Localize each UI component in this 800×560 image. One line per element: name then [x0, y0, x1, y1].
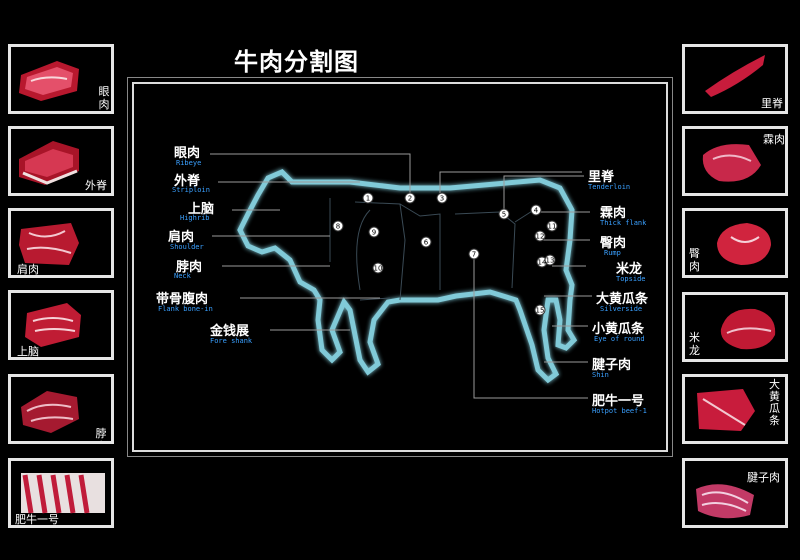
- thumb-ribeye: 眼 肉: [8, 44, 114, 114]
- thumb-label: 外脊: [85, 179, 107, 192]
- cut-number: 8: [336, 223, 340, 231]
- cut-label-shoulder: 肩肉: [168, 230, 195, 245]
- cut-number: 2: [408, 195, 412, 203]
- thumb-label: 肥牛一号: [15, 513, 59, 526]
- leader-lines: [210, 153, 592, 399]
- thumb-shin: 腱子肉: [682, 458, 788, 528]
- cut-en-striploin: Striploin: [172, 186, 210, 194]
- neck-meat-image: [21, 391, 79, 433]
- cut-en-silverside: Silverside: [600, 305, 643, 313]
- cut-label-thick-flank: 霖肉: [600, 206, 627, 221]
- cut-label-rump: 臀肉: [600, 236, 627, 251]
- cut-label-silverside: 大黄瓜条: [596, 292, 649, 307]
- thumb-label: 腱子肉: [747, 471, 780, 484]
- thumb-label: 上脑: [17, 345, 39, 358]
- cut-label-neck: 脖肉: [176, 260, 203, 275]
- cut-number: 13: [546, 257, 555, 265]
- cut-en-tenderloin: Tenderloin: [588, 183, 631, 191]
- cut-en-shin: Shin: [592, 371, 609, 379]
- diagram-title: 牛肉分割图: [234, 48, 359, 76]
- topside-meat-image: [720, 308, 776, 350]
- cut-label-topside: 米龙: [616, 262, 643, 277]
- cut-en-hotpot-beef: Hotpot beef-1: [592, 407, 647, 415]
- hotpot-beef-meat-image: [21, 473, 105, 514]
- cut-en-ribeye: Ribeye: [176, 159, 202, 167]
- cut-en-eye-of-round: Eye of round: [594, 335, 645, 343]
- cut-label-highrib: 上脑: [188, 202, 215, 217]
- cut-label-ribeye: 眼肉: [174, 146, 201, 161]
- thumb-highrib: 上脑: [8, 290, 114, 360]
- cut-number: 7: [472, 251, 476, 259]
- cut-en-topside: Topside: [616, 275, 646, 283]
- cut-number: 10: [374, 265, 383, 273]
- cut-number: 9: [372, 229, 376, 237]
- cut-en-flank-bone-in: Flank bone-in: [158, 305, 213, 313]
- cut-en-thick-flank: Thick flank: [600, 219, 647, 227]
- thumb-label: 霖肉: [763, 133, 785, 146]
- cut-en-rump: Rump: [604, 249, 621, 257]
- cut-label-tenderloin: 里脊: [588, 170, 615, 185]
- cut-number-markers: [332, 192, 558, 316]
- thumb-rump: 臀 肉: [682, 208, 788, 278]
- striploin-meat-image: [19, 141, 79, 185]
- cut-label-hotpot-beef: 肥牛一号: [592, 394, 645, 409]
- shoulder-meat-image: [19, 223, 79, 265]
- thumb-neck: 脖肉: [8, 374, 114, 444]
- cut-number: 5: [502, 211, 506, 219]
- thumb-label: 脖肉: [95, 427, 107, 441]
- cut-number: 14: [538, 259, 547, 267]
- cut-label-fore-shank: 金钱展: [210, 324, 250, 339]
- cut-number: 1: [366, 195, 370, 203]
- cut-number: 11: [548, 223, 557, 231]
- cut-number: 4: [534, 207, 539, 215]
- thumb-label: 眼 肉: [98, 85, 110, 111]
- thumb-label: 臀 肉: [689, 247, 700, 273]
- cut-number: 12: [536, 233, 545, 241]
- thumb-topside: 米 龙: [682, 292, 788, 362]
- thumb-striploin: 外脊: [8, 126, 114, 196]
- cut-label-eye-of-round: 小黄瓜条: [592, 322, 645, 337]
- rump-meat-image: [717, 223, 771, 265]
- thick-flank-meat-image: [702, 144, 761, 182]
- cut-label-striploin: 外脊: [174, 174, 201, 189]
- cow-outline: [237, 169, 578, 384]
- thumb-label: 米 龙: [689, 331, 700, 357]
- thumb-label: 肩肉: [17, 263, 39, 276]
- thumb-thick-flank: 霖肉: [682, 126, 788, 196]
- cut-en-fore-shank: Fore shank: [210, 337, 253, 345]
- thumb-tenderloin: 里脊: [682, 44, 788, 114]
- thumb-silverside: 大 黄 瓜 条: [682, 374, 788, 444]
- ribeye-meat-image: [19, 61, 79, 101]
- cut-label-shin: 腱子肉: [592, 358, 632, 373]
- shin-meat-image: [696, 484, 754, 519]
- silverside-meat-image: [697, 389, 755, 431]
- cut-label-flank-bone-in: 带骨腹肉: [156, 292, 209, 307]
- highrib-meat-image: [25, 303, 81, 347]
- thumb-label: 里脊: [761, 97, 783, 110]
- cut-number: 15: [536, 307, 545, 315]
- thumb-label: 大 黄 瓜 条: [769, 378, 780, 427]
- tenderloin-meat-image: [705, 55, 765, 97]
- cut-number: 3: [440, 195, 444, 203]
- thumb-shoulder: 肩肉: [8, 208, 114, 278]
- cut-en-neck: Neck: [174, 272, 191, 280]
- cut-number: 6: [424, 239, 429, 247]
- cut-en-shoulder: Shoulder: [170, 243, 204, 251]
- diagram-panel: [127, 77, 673, 457]
- thumb-hotpot-beef: 肥牛一号: [8, 458, 114, 528]
- cut-en-highrib: Highrib: [180, 214, 210, 222]
